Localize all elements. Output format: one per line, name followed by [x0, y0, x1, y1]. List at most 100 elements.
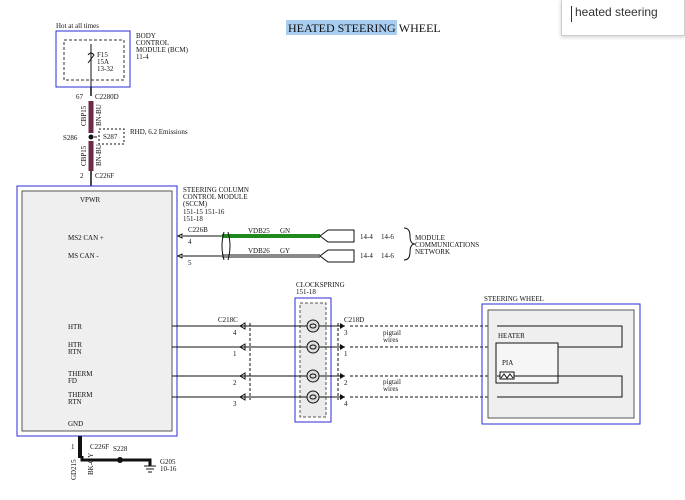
twisted-pair-symbol	[221, 231, 231, 261]
c218d-pin-3: 3	[344, 329, 348, 337]
can-connector-2	[319, 249, 355, 263]
color-bnbu-upper-label: BN-BU	[95, 104, 103, 126]
sccm-htr-rtn-label-1: HTR	[68, 341, 82, 349]
ground-pin-1-label: 1	[71, 443, 75, 451]
network-name-1: MODULE	[415, 234, 445, 242]
c218c-pin-2: 2	[233, 379, 237, 387]
sccm-htr-label: HTR	[68, 323, 82, 331]
c218c-pin-arrows	[239, 322, 246, 401]
clockspring-name: CLOCKSPRING	[296, 281, 345, 289]
fuse-id: F15	[97, 51, 108, 59]
thermistor-zigzag	[500, 373, 514, 379]
color-gy-label: GY	[280, 247, 290, 255]
connector-c226f-bottom-label: C226F	[90, 443, 109, 451]
can-pin-5-label: 5	[188, 259, 192, 267]
network-brace	[403, 227, 416, 261]
circuit-cbp15-lower-label: CBP15	[80, 145, 88, 166]
connector-c218c-label: C218C	[218, 316, 238, 324]
splice-s228-label: S228	[113, 445, 128, 453]
circuit-gd215-label: GD215	[70, 459, 78, 480]
title-highlight	[286, 20, 397, 35]
sccm-ref-1: 151-15 151-16	[183, 208, 225, 216]
sccm-therm-rtn-label-1: THERM	[68, 391, 93, 399]
can-connector-1	[319, 229, 355, 243]
c218d-pin-2: 2	[344, 379, 348, 387]
network-name-2: COMMUNICATIONS	[415, 241, 479, 249]
clockspring-coil-1	[306, 319, 320, 333]
splice-s286	[88, 134, 94, 140]
sccm-name-1: STEERING COLUMN	[183, 186, 249, 194]
ground-symbol	[144, 465, 156, 473]
sccm-therm-rtn-label-2: RTN	[68, 398, 82, 406]
c218c-pin-1: 1	[233, 350, 237, 358]
sccm-vpwr-label: VPWR	[80, 196, 101, 204]
steering-wheel-name: STEERING WHEEL	[484, 295, 544, 303]
connector-c226f-top-label: C226F	[95, 172, 114, 180]
color-bkgy-label: BK-GY	[87, 453, 95, 475]
title-rest-text: WHEEL	[396, 21, 441, 35]
fuse-symbol	[87, 52, 95, 64]
can-pin5-arrow	[176, 253, 186, 259]
sccm-ms2can-label: MS2 CAN +	[68, 234, 104, 242]
hot-at-all-times-label: Hot at all times	[56, 22, 99, 30]
sccm-therm-fd-label-1: THERM	[68, 370, 93, 378]
c218c-pin-3: 3	[233, 400, 237, 408]
c218d-pin-4: 4	[344, 400, 348, 408]
clockspring-ref: 151-18	[296, 288, 316, 296]
splice-s228	[117, 457, 123, 463]
pigtail-label-1b: wires	[383, 336, 398, 344]
ref-14-4-b: 14-4	[360, 252, 373, 260]
ref-14-6-a: 14-6	[381, 233, 394, 241]
heater-element	[497, 325, 623, 348]
ref-14-4-a: 14-4	[360, 233, 373, 241]
pia-label: PIA	[502, 359, 513, 367]
circuit-cbp15-upper-label: CBP15	[80, 105, 88, 126]
thermistor-loop	[497, 375, 623, 398]
bcm-name-2: CONTROL	[136, 39, 169, 47]
c218d-pin-1: 1	[344, 350, 348, 358]
steering-wheel-outer	[481, 303, 641, 425]
bcm-page-ref: 11-4	[136, 53, 149, 61]
title-highlighted-text: HEATED STEERING	[288, 21, 396, 35]
color-bnbu-lower-label: BN-BU	[95, 144, 103, 166]
clockspring-outer	[294, 297, 332, 423]
bcm-fuse-box	[63, 39, 125, 81]
color-gn-label: GN	[280, 227, 290, 235]
clockspring-coil-3	[306, 369, 320, 383]
pigtail-label-1a: pigtail	[383, 329, 401, 337]
splice-s287-label: S287	[103, 133, 118, 141]
ground-g205-label: G205	[160, 458, 176, 466]
bcm-name-1: BODY	[136, 32, 156, 40]
can-pin4-arrow	[176, 233, 186, 239]
sccm-module-outer	[16, 185, 178, 437]
pin-67-label: 67	[76, 93, 84, 101]
wire-ground-run	[80, 456, 152, 466]
heater-label: HEATER	[498, 332, 525, 340]
splice-s286-label: S286	[63, 134, 78, 142]
sccm-gnd-label: GND	[68, 420, 83, 428]
text-cursor	[571, 6, 572, 22]
circuit-vdb26-label: VDB26	[248, 247, 270, 255]
fuse-ref: 13-32	[97, 65, 114, 73]
connector-c226b-label: C226B	[188, 226, 208, 234]
bcm-name-3: MODULE (BCM)	[136, 46, 189, 54]
sccm-module-inner	[21, 190, 173, 432]
sccm-mscan-label: MS CAN -	[68, 252, 99, 260]
thermistor-symbol	[499, 371, 515, 380]
find-in-page-box[interactable]: heated steering	[561, 0, 685, 36]
sccm-ref-2: 151-18	[183, 215, 203, 223]
ref-14-6-b: 14-6	[381, 252, 394, 260]
can-pin-4-label: 4	[188, 238, 192, 246]
clockspring-coil-2	[306, 340, 320, 354]
pigtail-label-2a: pigtail	[383, 378, 401, 386]
ground-ref-label: 10-16	[160, 465, 177, 473]
bcm-module-box	[55, 30, 131, 88]
sccm-name-2: CONTROL MODULE	[183, 193, 248, 201]
circuit-vdb25-label: VDB25	[248, 227, 270, 235]
connector-c2280d-label: C2280D	[95, 93, 119, 101]
find-query-text[interactable]: heated steering	[575, 5, 658, 19]
connector-c218d-label: C218D	[344, 316, 364, 324]
sccm-htr-rtn-label-2: RTN	[68, 348, 82, 356]
fuse-rating: 15A	[97, 58, 109, 66]
